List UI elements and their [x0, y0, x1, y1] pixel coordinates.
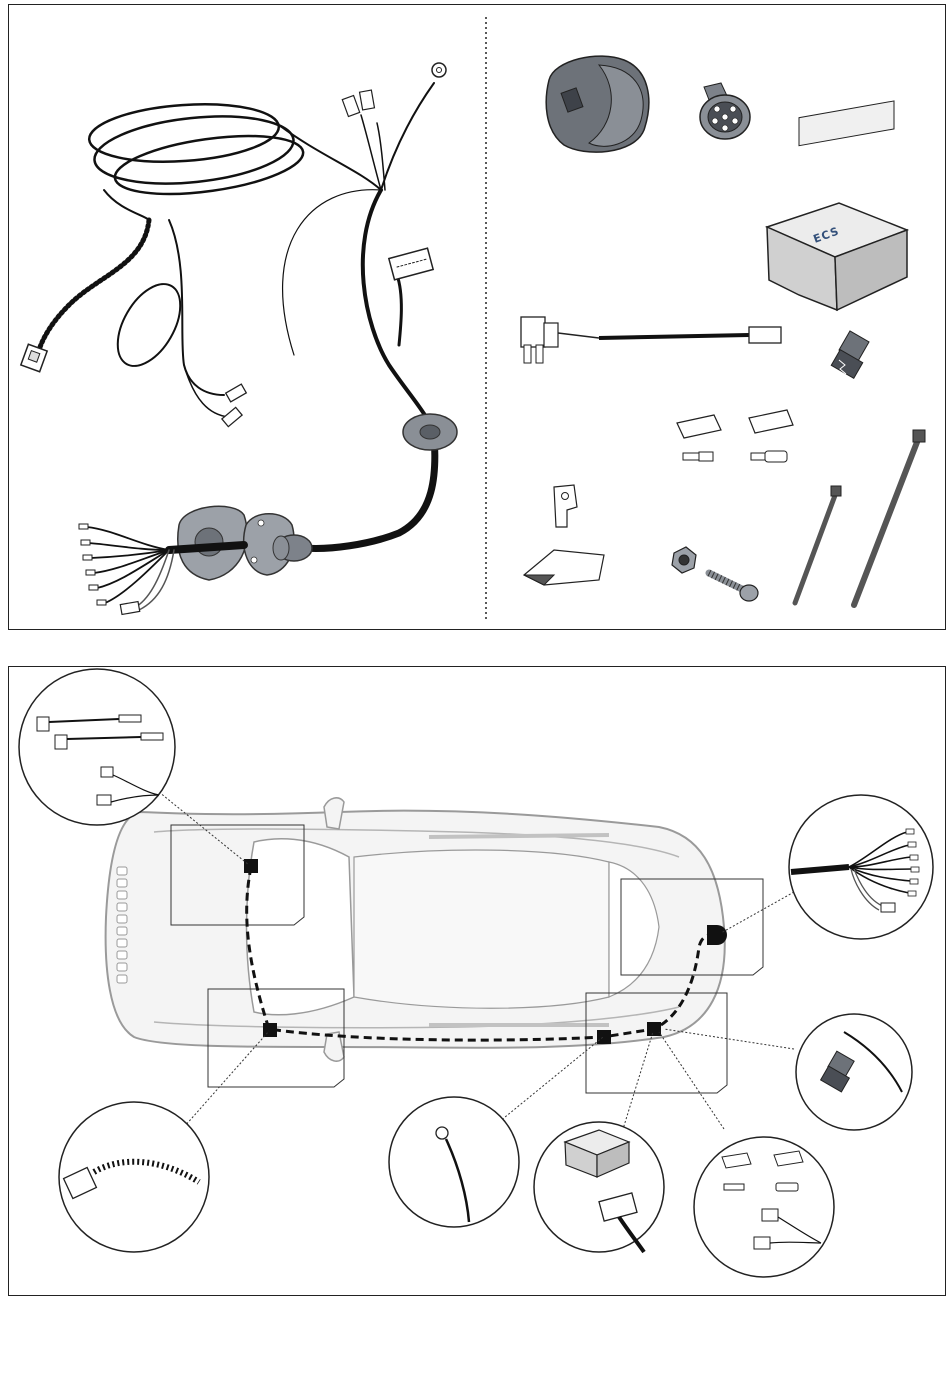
- bolt: [709, 573, 758, 601]
- cable-tie-large: [854, 430, 925, 605]
- kit-contents-panel: ECS: [8, 4, 946, 630]
- fuse-tap-detail: [19, 669, 175, 825]
- ground-eyelet-detail: [389, 1097, 519, 1227]
- cable-tie-small: [795, 486, 841, 603]
- wire-splice-connector: [831, 331, 869, 378]
- 7-pin-socket: [546, 56, 649, 152]
- front-connector-detail: [59, 1102, 209, 1252]
- vehicle-top-view: [106, 798, 725, 1061]
- butt-connector-detail: [694, 1137, 834, 1277]
- fuse-tap-adapter: [521, 317, 781, 363]
- front-connector: [21, 344, 47, 372]
- kit-contents-illustration: ECS: [9, 5, 947, 631]
- adhesive-pad: [524, 550, 604, 585]
- bullet-terminals: [683, 451, 787, 462]
- wiring-harness: [21, 63, 457, 614]
- electronic-module: ECS: [767, 101, 907, 310]
- socket-rear-connector: [700, 83, 750, 139]
- socket-wiring-detail: [789, 795, 933, 939]
- splice-connector-detail: [796, 1014, 912, 1130]
- module-connector-detail: [534, 1122, 664, 1252]
- cable-grommet: [403, 414, 457, 450]
- butt-connectors: [677, 410, 793, 438]
- module-plug: [389, 248, 433, 345]
- installation-overview-panel: [8, 666, 946, 1296]
- nut: [672, 547, 696, 573]
- installation-diagram: [9, 667, 947, 1297]
- mounting-bracket: [554, 485, 577, 527]
